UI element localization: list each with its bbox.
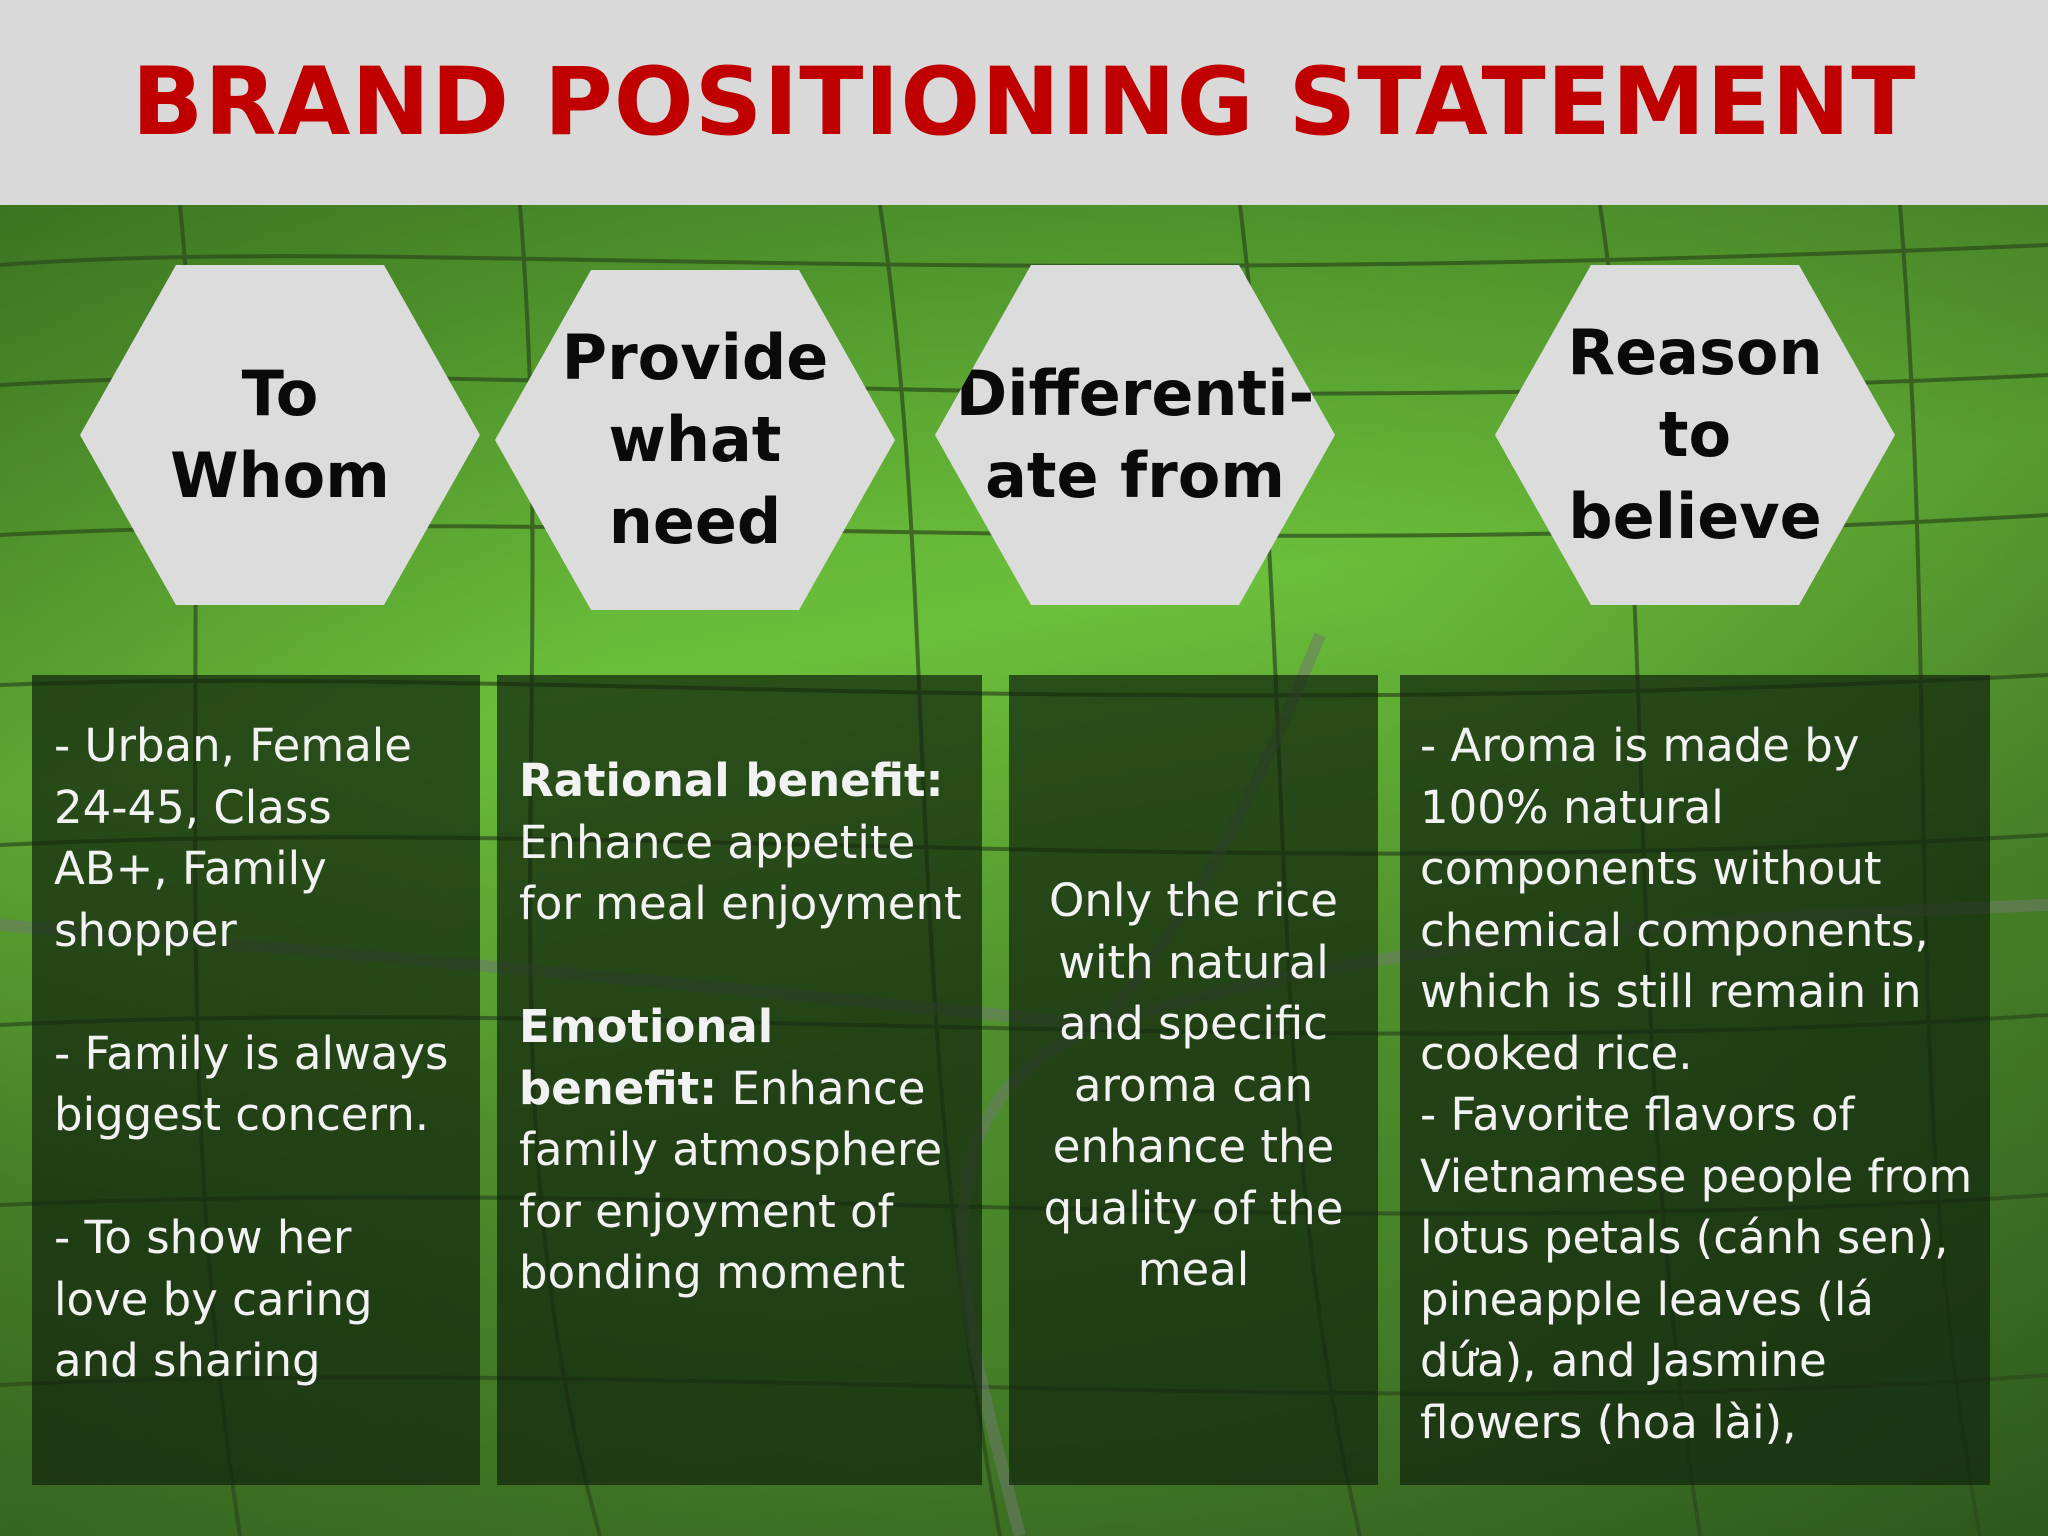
rational-benefit-text: Enhance appetite for meal enjoyment <box>519 815 962 931</box>
hexagon-label: Reason to believe <box>1567 316 1823 553</box>
panel-text: - Family is always biggest concern. <box>54 1026 449 1142</box>
panel-text: - Urban, Female 24-45, Class AB+, Family… <box>54 719 412 957</box>
hexagon-differentiate-from: Differenti- ate from <box>935 265 1335 605</box>
panel-text: - Favorite flavors of Vietnamese people … <box>1420 1088 1973 1449</box>
emotional-benefit-text: Enhance family atmosphere for enjoyment … <box>519 1061 943 1300</box>
hexagon-provide-what-need: Provide what need <box>495 270 895 610</box>
rational-benefit-label: Rational benefit: <box>519 754 944 807</box>
panel-reason-to-believe: - Aroma is made by 100% natural componen… <box>1400 675 1990 1485</box>
panel-text: - To show her love by caring and sharing <box>54 1211 373 1387</box>
page-title: BRAND POSITIONING STATEMENT <box>131 48 1917 157</box>
emotional-benefit-label: Emotional benefit: <box>519 1000 774 1115</box>
panel-to-whom: - Urban, Female 24-45, Class AB+, Family… <box>32 675 480 1485</box>
panel-differentiate-from: Only the rice with natural and specific … <box>1009 675 1378 1485</box>
header-bar: BRAND POSITIONING STATEMENT <box>0 0 2048 205</box>
hexagon-label: Differenti- ate from <box>955 357 1315 512</box>
panel-provide-what-need: Rational benefit: Enhance appetite for m… <box>497 675 982 1485</box>
hexagon-label: Provide what need <box>561 321 829 558</box>
hexagon-to-whom: To Whom <box>80 265 480 605</box>
panel-text: - Aroma is made by 100% natural componen… <box>1420 719 1929 1080</box>
hexagon-label: To Whom <box>170 357 390 512</box>
hexagon-reason-to-believe: Reason to believe <box>1495 265 1895 605</box>
panel-text: Only the rice with natural and specific … <box>1043 874 1344 1296</box>
